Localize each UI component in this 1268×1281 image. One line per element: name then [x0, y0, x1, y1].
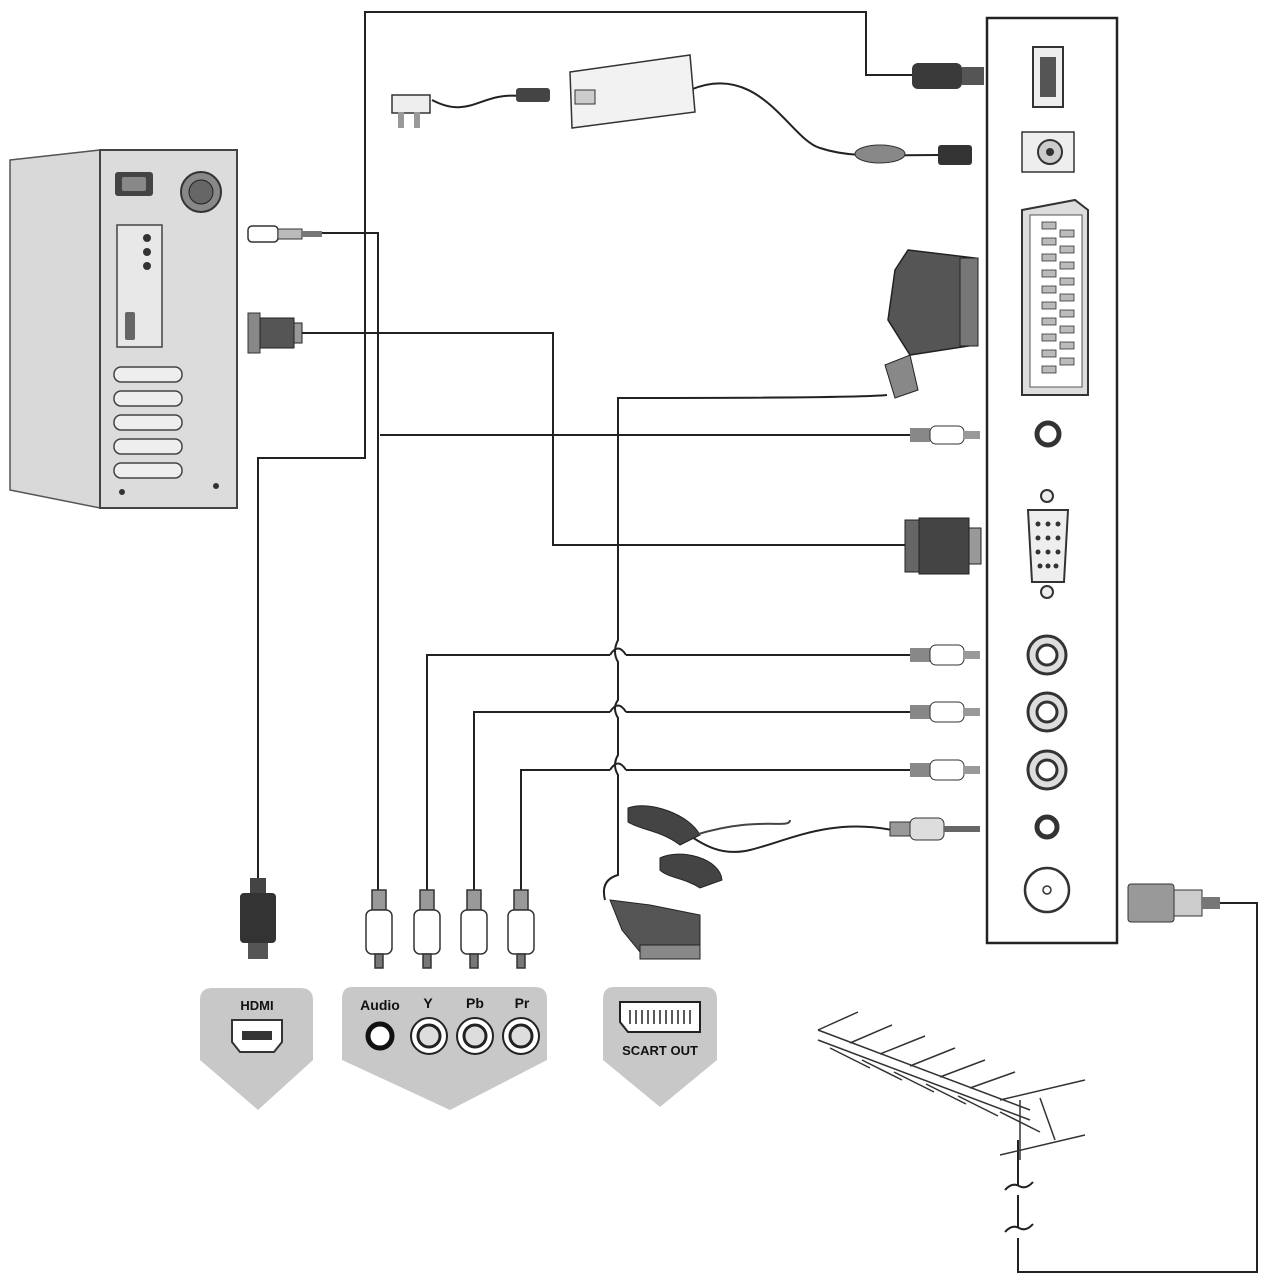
tv-headphone-port-icon	[1034, 814, 1060, 840]
headphones-icon	[627, 805, 791, 889]
pr-port-icon	[508, 1023, 534, 1049]
tv-vga-port-icon	[1026, 489, 1070, 599]
hdmi-source-panel: HDMI	[200, 988, 313, 1110]
y-port-icon	[416, 1023, 442, 1049]
antenna-cable	[1017, 902, 1258, 1273]
hdmi-cable	[257, 11, 912, 880]
pc-audio-cable	[322, 232, 379, 890]
dc-plug-icon	[854, 144, 972, 165]
tv-scart-port-icon	[1021, 198, 1089, 396]
y-label: Y	[423, 995, 433, 1011]
audio-port-icon	[365, 1021, 395, 1051]
dc-cable	[689, 82, 941, 157]
tv-pc-audio-port-icon	[1034, 420, 1062, 448]
pb-label: Pb	[466, 995, 484, 1011]
pr-label: Pr	[515, 995, 530, 1011]
tv-dc-port-icon	[1021, 131, 1075, 173]
pc-tower-icon	[9, 149, 238, 509]
antenna-icon	[817, 1011, 1086, 1160]
pr-cable	[520, 769, 610, 890]
tv-scart-plug-icon	[884, 249, 979, 399]
scart-cable	[602, 394, 888, 901]
cables	[257, 11, 1258, 1273]
hdmi-label: HDMI	[240, 998, 273, 1013]
vga-cable	[300, 332, 905, 546]
headphone-jack-plug-icon	[889, 817, 980, 841]
coax-plug-icon	[1127, 883, 1220, 923]
scart-out-label: SCART OUT	[622, 1043, 698, 1058]
source-scart-plug-icon	[609, 899, 701, 960]
pb-cable	[473, 711, 610, 890]
pc-vga-plug-icon	[247, 312, 303, 354]
tv-hdmi-plug-icon	[912, 63, 984, 89]
tv-component-plugs	[910, 644, 980, 781]
component-source-panel: Audio Y Pb Pr	[342, 987, 547, 1110]
source-hdmi-plug-icon	[240, 878, 276, 959]
tv-hdmi-port-icon	[1032, 46, 1064, 108]
tv-antenna-port-icon	[1023, 866, 1071, 914]
source-rca-plugs	[365, 889, 535, 969]
mains-plug-icon	[391, 94, 431, 128]
mains-cable	[431, 94, 521, 109]
tv-audio-rca-plug-icon	[910, 425, 980, 445]
scart-source-panel: SCART OUT	[603, 987, 717, 1107]
pc-rca-plug-icon	[247, 225, 322, 243]
audio-label: Audio	[360, 997, 400, 1013]
pb-port-icon	[462, 1023, 488, 1049]
tv-component-ports	[1026, 634, 1068, 791]
power-adapter-icon	[516, 54, 696, 129]
tv-rear-panel	[985, 16, 1119, 945]
y-cable	[426, 654, 610, 890]
tv-vga-plug-icon	[904, 517, 982, 575]
